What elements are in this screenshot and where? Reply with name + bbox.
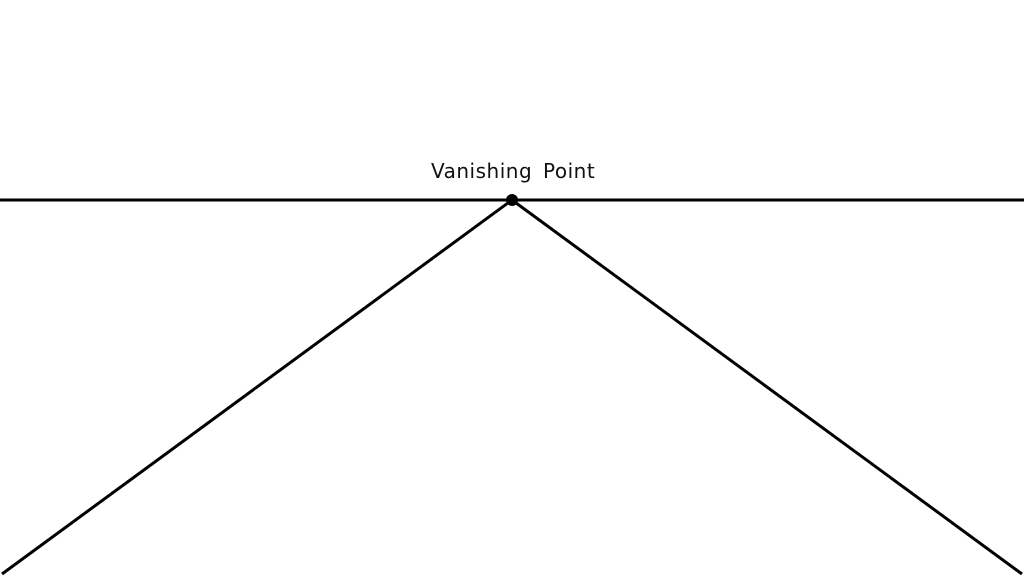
vanishing-point-dot — [506, 194, 518, 206]
right-orthogonal-line — [511, 198, 1023, 576]
left-orthogonal-line — [1, 198, 513, 576]
vanishing-point-label: Vanishing Point — [431, 159, 596, 183]
